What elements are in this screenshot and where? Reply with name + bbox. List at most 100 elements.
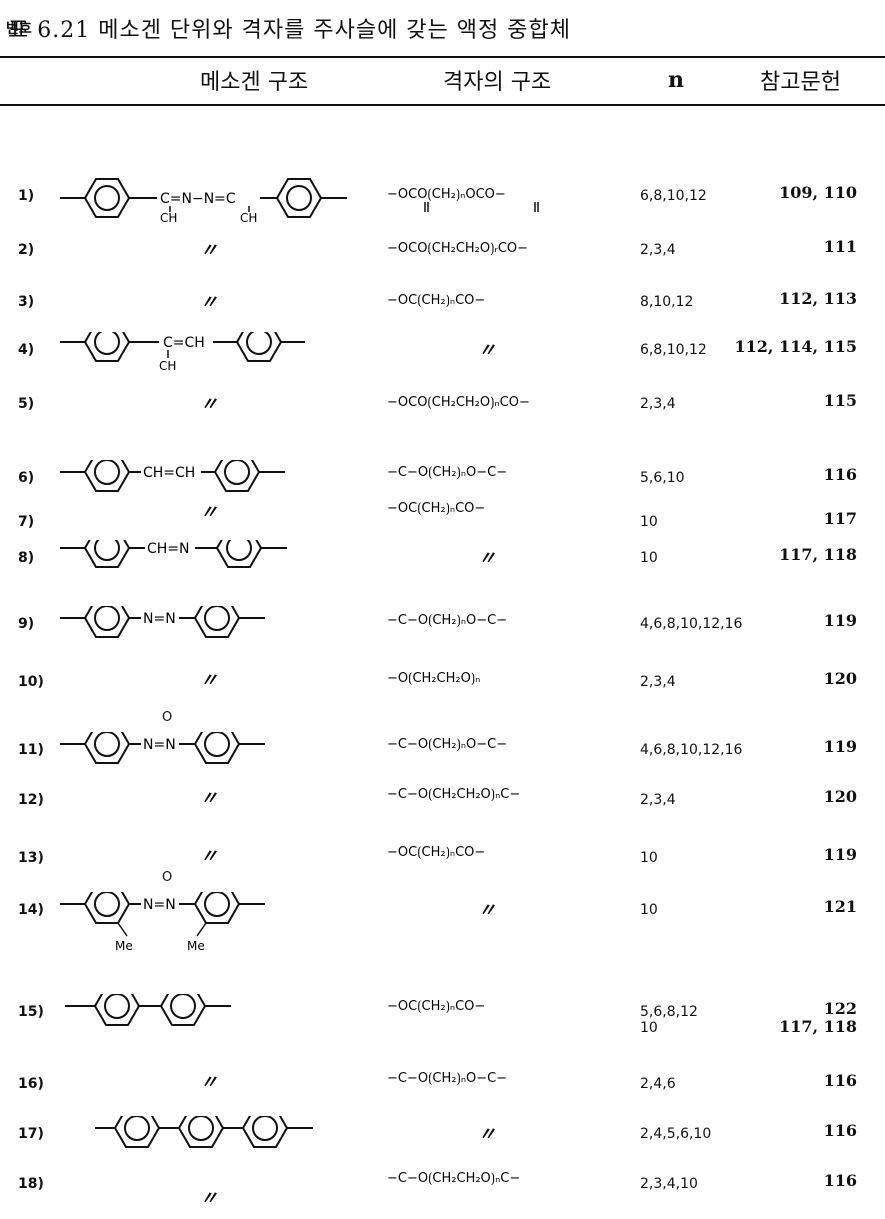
table-row: 13) 〃 −OC⟮CH₂⟯ₙCO− 10 119 bbox=[0, 840, 885, 880]
ditto-mark: 〃 bbox=[478, 900, 496, 921]
svg-text:−OCO⟮CH₂CH₂O⟯ₙCO−: −OCO⟮CH₂CH₂O⟯ₙCO− bbox=[387, 395, 530, 410]
header-bottom-rule bbox=[0, 104, 885, 106]
svg-text:−C−O⟮CH₂CH₂O⟯ₙC−: −C−O⟮CH₂CH₂O⟯ₙC− bbox=[387, 787, 520, 802]
reference: 109, 110 bbox=[779, 183, 857, 202]
row-number: 1) bbox=[18, 188, 35, 204]
reference: 116 bbox=[823, 465, 857, 484]
n-values: 2,3,4 bbox=[640, 792, 676, 808]
table-row: 7) 〃 −OC⟮CH₂⟯ₙCO− 10 117 bbox=[0, 501, 885, 544]
spacer-structure: −C−O⟮CH₂CH₂O⟯ₙC− bbox=[387, 787, 520, 802]
stilbene-link: CH=CH bbox=[143, 465, 195, 481]
n-values: 8,10,12 bbox=[640, 294, 694, 310]
svg-text:−OCO⟮CH₂CH₂O⟯ᵣCO−: −OCO⟮CH₂CH₂O⟯ᵣCO− bbox=[387, 241, 528, 256]
row-number: 8) bbox=[18, 550, 35, 566]
n-values: 4,6,8,10,12,16 bbox=[640, 742, 743, 758]
spacer-structure: −C−O⟮CH₂⟯ₙO−C− bbox=[387, 465, 507, 480]
reference: 116 bbox=[823, 1121, 857, 1140]
reference: 111 bbox=[823, 237, 857, 256]
svg-text:−OC⟮CH₂⟯ₙCO−: −OC⟮CH₂⟯ₙCO− bbox=[387, 845, 485, 860]
table-row: 10) 〃 −O⟮CH₂CH₂O⟯ₙ 2,3,4 120 bbox=[0, 664, 885, 704]
header-top-rule bbox=[0, 56, 885, 58]
table-title: 표 6.21 메소겐 단위와 격자를 주사슬에 갖는 액정 중합체 bbox=[8, 18, 571, 43]
row-number: 15) bbox=[18, 1004, 44, 1020]
table-row: 5) 〃 −OCO⟮CH₂CH₂O⟯ₙCO− 2,3,4 115 bbox=[0, 386, 885, 426]
reference: 116 bbox=[823, 1071, 857, 1090]
ditto-mark: 〃 bbox=[200, 670, 218, 691]
azoxy-link: N=N bbox=[143, 737, 176, 753]
ditto-mark: 〃 bbox=[478, 340, 496, 361]
ditto-mark: 〃 bbox=[200, 502, 218, 523]
row-number: 13) bbox=[18, 850, 44, 866]
ditto-mark: 〃 bbox=[200, 846, 218, 867]
spacer-structure: −OC⟮CH₂⟯ₙCO− bbox=[387, 501, 485, 516]
svg-text:−C−O⟮CH₂⟯ₙO−C−: −C−O⟮CH₂⟯ₙO−C− bbox=[387, 1071, 507, 1086]
table-row: 6) CH=CH −C−O⟮CH₂⟯ₙO−C− 5,6,10 116 bbox=[0, 460, 885, 500]
table-row: 17) 〃 2,4,5,6,10 116 bbox=[0, 1116, 885, 1156]
n-values: 10 bbox=[640, 850, 658, 866]
n-values: 10 bbox=[640, 902, 658, 918]
n-values: 4,6,8,10,12,16 bbox=[640, 616, 743, 632]
svg-text:CH: CH bbox=[160, 211, 177, 222]
mesogen-structure: C=CH CH bbox=[60, 332, 305, 373]
svg-text:−C−O⟮CH₂⟯ₙO−C−: −C−O⟮CH₂⟯ₙO−C− bbox=[387, 613, 507, 628]
ditto-mark: 〃 bbox=[200, 240, 218, 261]
spacer-structure: −OCO⟮CH₂CH₂O⟯ᵣCO− bbox=[387, 241, 528, 256]
spacer-structure: −O⟮CH₂CH₂O⟯ₙ bbox=[387, 671, 480, 686]
table-row: 9) N=N −C−O⟮CH₂⟯ₙO−C− 4,6,8,10,12,16 119 bbox=[0, 606, 885, 646]
table-row: 2) 〃 −OCO⟮CH₂CH₂O⟯ᵣCO− 2,3,4 111 bbox=[0, 232, 885, 272]
svg-text:−O⟮CH₂CH₂O⟯ₙ: −O⟮CH₂CH₂O⟯ₙ bbox=[387, 671, 480, 686]
table-row: 1) C=N−N=C CH CH −OCO⟮CH₂⟯ₙOCO− 6,8,10,1… bbox=[0, 178, 885, 222]
spacer-structure: −OCO⟮CH₂⟯ₙOCO− bbox=[387, 187, 539, 213]
table-row: 11) N=N O −C−O⟮CH₂⟯ₙO−C− 4,6,8,10,12,16 … bbox=[0, 710, 885, 772]
svg-text:−OC⟮CH₂⟯ₙCO−: −OC⟮CH₂⟯ₙCO− bbox=[387, 999, 485, 1014]
mesogen-structure bbox=[65, 994, 231, 1026]
spacer-structure: −C−O⟮CH₂⟯ₙO−C− bbox=[387, 613, 507, 628]
mesogen-structure: N=N bbox=[60, 606, 265, 638]
azine-link: C=N−N=C bbox=[160, 191, 236, 207]
reference: 117 bbox=[823, 509, 857, 528]
row-number: 12) bbox=[18, 792, 44, 808]
ditto-mark: 〃 bbox=[200, 394, 218, 415]
n-values: 10 bbox=[640, 514, 658, 530]
table-row: 4) C=CH CH 〃 6,8,10,12 112, 114, 115 bbox=[0, 332, 885, 373]
n-values: 6,8,10,12 bbox=[640, 188, 707, 204]
n-values: 5,6,10 bbox=[640, 470, 685, 486]
svg-text:−OCO⟮CH₂⟯ₙOCO−: −OCO⟮CH₂⟯ₙOCO− bbox=[387, 187, 506, 202]
ditto-mark: 〃 bbox=[200, 1072, 218, 1093]
row-number: 16) bbox=[18, 1076, 44, 1092]
spacer-structure: −C−O⟮CH₂⟯ₙO−C− bbox=[387, 1071, 507, 1086]
mesogen-structure bbox=[95, 1116, 313, 1148]
header-spacer: 격자의 구조 bbox=[443, 70, 552, 95]
reference: 115 bbox=[823, 391, 857, 410]
reference: 112, 114, 115 bbox=[734, 337, 857, 356]
row-number: 10) bbox=[18, 674, 44, 690]
table-row: 12) 〃 −C−O⟮CH₂CH₂O⟯ₙC− 2,3,4 120 bbox=[0, 782, 885, 822]
svg-text:−C−O⟮CH₂⟯ₙO−C−: −C−O⟮CH₂⟯ₙO−C− bbox=[387, 465, 507, 480]
reference: 112, 113 bbox=[779, 289, 857, 308]
spacer-structure: −C−O⟮CH₂⟯ₙO−C− bbox=[387, 737, 507, 752]
table-row: 15) −OC⟮CH₂⟯ₙCO− 5,6,8,12 10 122 117, 11… bbox=[0, 994, 885, 1036]
reference: 119 bbox=[823, 737, 857, 756]
n-values: 6,8,10,12 bbox=[640, 342, 707, 358]
header-number: 번호 bbox=[6, 21, 32, 37]
table-row: 18) 〃 −C−O⟮CH₂CH₂O⟯ₙC− 2,3,4,10 116 bbox=[0, 1166, 885, 1209]
header-n: n bbox=[668, 67, 684, 93]
spacer-structure: −OC⟮CH₂⟯ₙCO− bbox=[387, 845, 485, 860]
row-number: 4) bbox=[18, 342, 35, 358]
reference: 117, 118 bbox=[779, 545, 857, 564]
n-values: 5,6,8,12 10 bbox=[640, 1004, 698, 1036]
row-number: 11) bbox=[18, 742, 44, 758]
ditto-mark: 〃 bbox=[478, 1124, 496, 1145]
vinylene-link: C=CH bbox=[163, 335, 205, 351]
table-row: 16) 〃 −C−O⟮CH₂⟯ₙO−C− 2,4,6 116 bbox=[0, 1066, 885, 1106]
svg-text:CH: CH bbox=[159, 359, 176, 373]
reference: 116 bbox=[823, 1171, 857, 1190]
reference: 120 bbox=[823, 787, 857, 806]
svg-text:−OC⟮CH₂⟯ₙCO−: −OC⟮CH₂⟯ₙCO− bbox=[387, 293, 485, 308]
n-values: 2,4,5,6,10 bbox=[640, 1126, 712, 1142]
row-number: 9) bbox=[18, 616, 35, 632]
header-mesogen: 메소겐 구조 bbox=[200, 70, 309, 95]
reference: 119 bbox=[823, 845, 857, 864]
methyl-label: Me bbox=[187, 939, 205, 952]
azo-link: N=N bbox=[143, 611, 176, 627]
